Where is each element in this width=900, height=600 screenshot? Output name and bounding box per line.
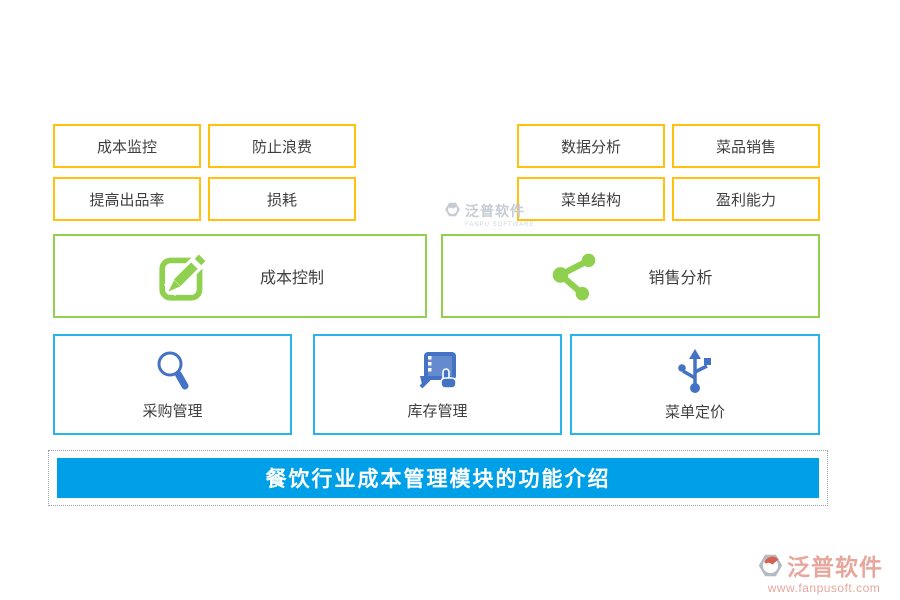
tag-dish-sales[interactable]: 菜品销售 xyxy=(672,124,820,168)
benefit-tags-right: 数据分析 菜品销售 菜单结构 盈利能力 xyxy=(517,124,820,221)
page-title: 餐饮行业成本管理模块的功能介绍 xyxy=(57,458,819,498)
magnifier-icon xyxy=(151,349,195,393)
module-label: 成本控制 xyxy=(259,270,324,287)
brand-logo-icon xyxy=(757,552,784,579)
module-cost-control[interactable]: 成本控制 xyxy=(53,234,427,318)
tag-prevent-waste[interactable]: 防止浪费 xyxy=(208,124,356,168)
tag-loss[interactable]: 损耗 xyxy=(208,177,356,221)
module-label: 销售分析 xyxy=(648,270,713,287)
module-purchase-management[interactable]: 采购管理 xyxy=(53,334,292,435)
tag-label: 菜单结构 xyxy=(560,191,621,209)
brand-name: 泛普软件 xyxy=(787,555,883,580)
brand-subtitle: FANPU SOFTWARE xyxy=(465,222,535,228)
tag-improve-yield[interactable]: 提高出品率 xyxy=(53,177,201,221)
tag-data-analysis[interactable]: 数据分析 xyxy=(517,124,665,168)
touch-screen-icon xyxy=(415,349,461,393)
corner-watermark: 泛普软件 www.fanpusoft.com xyxy=(757,548,891,595)
tag-label: 防止浪费 xyxy=(251,138,312,156)
tag-label: 成本监控 xyxy=(96,138,157,156)
module-label: 采购管理 xyxy=(142,402,203,420)
tag-label: 盈利能力 xyxy=(715,191,776,209)
center-watermark: 泛普软件 FANPU SOFTWARE xyxy=(444,201,534,228)
tag-label: 提高出品率 xyxy=(89,191,165,209)
tag-menu-structure[interactable]: 菜单结构 xyxy=(517,177,665,221)
brand-url: www.fanpusoft.com xyxy=(767,581,881,595)
title-banner: 餐饮行业成本管理模块的功能介绍 xyxy=(48,450,828,506)
tag-label: 数据分析 xyxy=(560,138,621,156)
share-icon xyxy=(548,250,600,302)
tag-profitability[interactable]: 盈利能力 xyxy=(672,177,820,221)
module-menu-pricing[interactable]: 菜单定价 xyxy=(570,334,820,435)
module-label: 菜单定价 xyxy=(664,403,725,421)
tag-label: 损耗 xyxy=(266,191,297,209)
benefit-tags-left: 成本监控 防止浪费 提高出品率 损耗 xyxy=(53,124,356,221)
tag-label: 菜品销售 xyxy=(715,138,776,156)
module-inventory-management[interactable]: 库存管理 xyxy=(313,334,562,435)
module-label: 库存管理 xyxy=(407,402,468,420)
tag-cost-monitoring[interactable]: 成本监控 xyxy=(53,124,201,168)
usb-icon xyxy=(675,348,715,394)
brand-logo-icon xyxy=(444,201,461,218)
module-sales-analysis[interactable]: 销售分析 xyxy=(441,234,820,318)
edit-icon xyxy=(156,248,212,304)
brand-name: 泛普软件 xyxy=(465,203,525,219)
